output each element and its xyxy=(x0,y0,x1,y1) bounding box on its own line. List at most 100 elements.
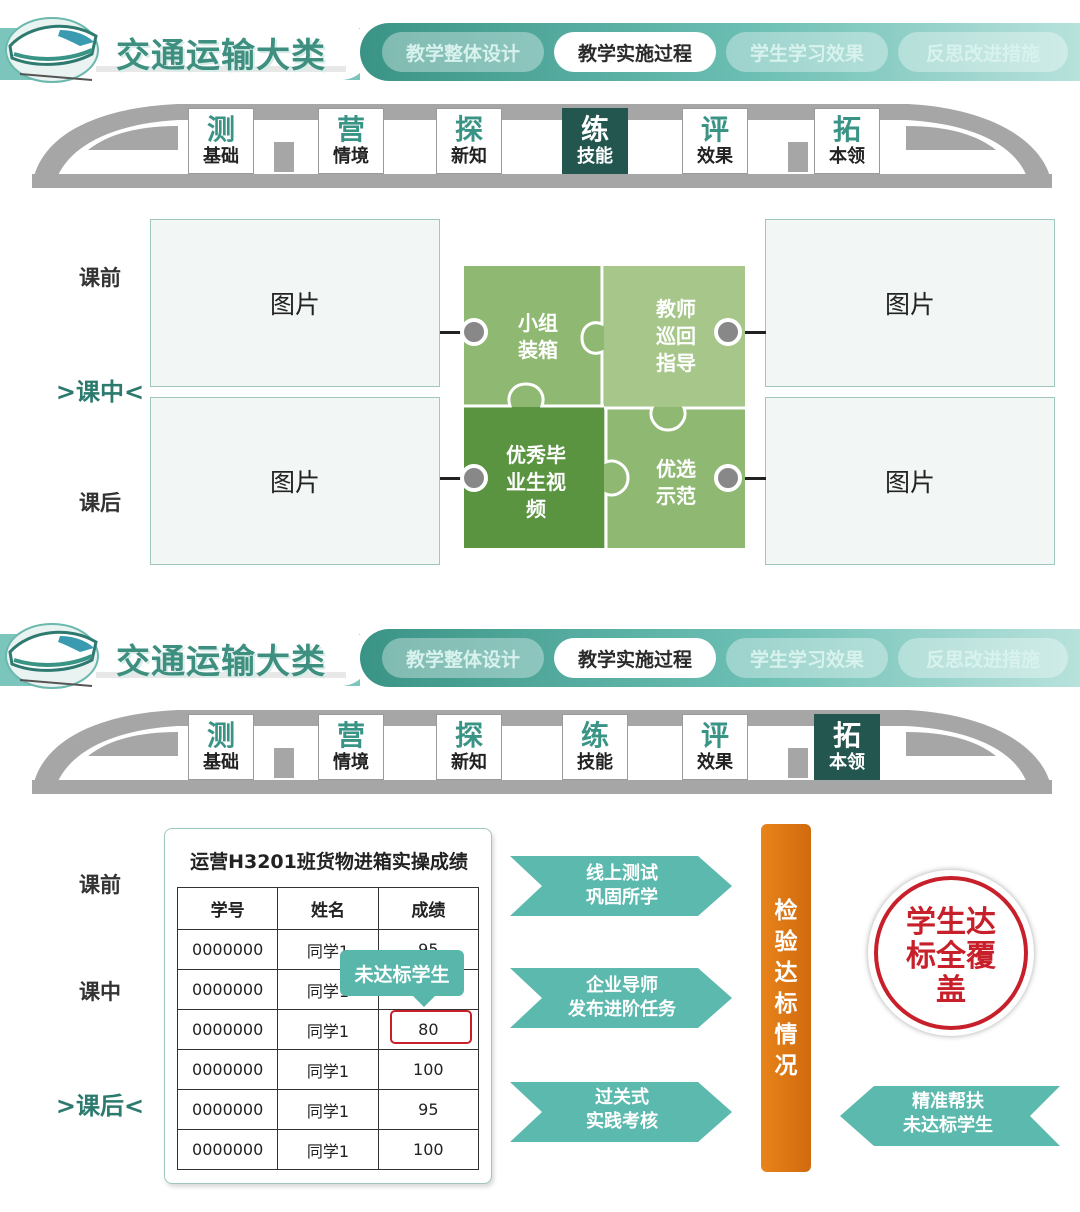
below-standard-tooltip: 未达标学生 xyxy=(340,950,464,996)
table-header-row: 学号 姓名 成绩 xyxy=(176,887,480,930)
stage-char: 探 xyxy=(454,113,483,146)
tab-implementation-process[interactable]: 教学实施过程 xyxy=(554,638,716,678)
step-online-test: 线上测试巩固所学 xyxy=(586,863,658,908)
tab-improvement-measures[interactable]: 反思改进措施 xyxy=(898,638,1068,678)
train-logo-icon xyxy=(5,17,99,83)
column-header: 姓名 xyxy=(277,887,379,930)
stage-explore-knowledge[interactable]: 探 新知 xyxy=(436,714,502,780)
stage-label: 效果 xyxy=(697,146,733,167)
side-label-before-class: 课前 xyxy=(79,873,121,897)
stage-label: 本领 xyxy=(829,752,865,773)
score-table-card: 运营H3201班货物进箱实操成绩 学号 姓名 成绩 0000000 同学1 95… xyxy=(164,828,492,1184)
stage-label: 情境 xyxy=(333,146,369,167)
train-stage-bar: 测 基础 营 情境 探 新知 练 技能 评 效果 拓 本领 xyxy=(28,706,1056,802)
stage-label: 技能 xyxy=(577,146,613,167)
stage-measure-basics[interactable]: 测 基础 xyxy=(188,714,254,780)
stage-evaluate-effect[interactable]: 评 效果 xyxy=(682,714,748,780)
stage-char: 营 xyxy=(336,113,365,146)
student-id: 0000000 xyxy=(176,1009,279,1050)
stage-label: 效果 xyxy=(697,752,733,773)
failing-score-highlight xyxy=(390,1010,472,1044)
tab-overall-design[interactable]: 教学整体设计 xyxy=(382,638,544,678)
tooltip-pointer xyxy=(412,995,436,1007)
stage-practice-skills[interactable]: 练 技能 xyxy=(562,714,628,780)
train-stage-bar: 测 基础 营 情境 探 新知 练 技能 评 效果 拓 本领 xyxy=(28,100,1056,196)
column-header: 成绩 xyxy=(377,887,480,930)
stage-label: 技能 xyxy=(577,752,613,773)
step-arrow xyxy=(510,968,732,1028)
tab-learning-outcomes[interactable]: 学生学习效果 xyxy=(726,32,888,72)
stage-char: 探 xyxy=(454,719,483,752)
student-id: 0000000 xyxy=(176,1129,279,1170)
table-row: 0000000 同学1 95 xyxy=(176,1089,480,1130)
check-standard-bar xyxy=(761,824,811,1172)
stage-label: 本领 xyxy=(829,146,865,167)
stage-label: 新知 xyxy=(451,146,487,167)
slide-teaching-process-extend: 交通运输大类 教学整体设计 教学实施过程 学生学习效果 反思改进措施 测 基础 … xyxy=(0,606,1080,1206)
top-nav: 教学整体设计 教学实施过程 学生学习效果 反思改进措施 xyxy=(360,629,1080,687)
connector-line xyxy=(440,331,470,334)
stage-extend-ability[interactable]: 拓 本领 xyxy=(814,714,880,780)
stage-label: 基础 xyxy=(203,146,239,167)
table-row: 0000000 同学1 100 xyxy=(176,1129,480,1170)
student-score: 100 xyxy=(377,1129,480,1170)
header-title: 交通运输大类 xyxy=(116,36,326,76)
tab-learning-outcomes[interactable]: 学生学习效果 xyxy=(726,638,888,678)
puzzle-teacher-guidance: 教师巡回指导 xyxy=(656,297,696,375)
student-score: 100 xyxy=(377,1049,480,1090)
student-score: 95 xyxy=(377,1089,480,1130)
stage-char: 拓 xyxy=(832,719,861,752)
badge-text: 学生达标全覆盖 xyxy=(906,905,996,1008)
stage-measure-basics[interactable]: 测 基础 xyxy=(188,108,254,174)
train-body-graphic xyxy=(32,104,1052,188)
connector-dot xyxy=(460,318,488,346)
stage-evaluate-effect[interactable]: 评 效果 xyxy=(682,108,748,174)
puzzle-selected-demo: 优选示范 xyxy=(656,457,696,508)
stage-build-context[interactable]: 营 情境 xyxy=(318,108,384,174)
stage-char: 练 xyxy=(580,113,609,146)
step-arrow xyxy=(510,856,732,916)
stage-char: 评 xyxy=(700,719,729,752)
stage-practice-skills[interactable]: 练 技能 xyxy=(562,108,628,174)
stage-label: 基础 xyxy=(203,752,239,773)
student-id: 0000000 xyxy=(176,929,279,970)
table-row: 0000000 同学1 100 xyxy=(176,1049,480,1090)
tab-improvement-measures[interactable]: 反思改进措施 xyxy=(898,32,1068,72)
full-coverage-badge: 学生达标全覆盖 xyxy=(868,870,1034,1036)
step-arrow xyxy=(510,1082,732,1142)
connector-line xyxy=(740,477,766,480)
stage-explore-knowledge[interactable]: 探 新知 xyxy=(436,108,502,174)
slide-teaching-process-practice: 交通运输大类 教学整体设计 教学实施过程 学生学习效果 反思改进措施 测 基础 … xyxy=(0,0,1080,600)
puzzle-group-boxing: 小组装箱 xyxy=(518,311,558,362)
side-label-after-class: 课后 xyxy=(79,491,121,515)
side-label-before-class: 课前 xyxy=(79,266,121,290)
stage-label: 情境 xyxy=(333,752,369,773)
stage-label: 新知 xyxy=(451,752,487,773)
tab-overall-design[interactable]: 教学整体设计 xyxy=(382,32,544,72)
help-arrow xyxy=(840,1086,1060,1146)
connector-line xyxy=(740,331,766,334)
student-id: 0000000 xyxy=(176,1049,279,1090)
help-students-label: 精准帮扶未达标学生 xyxy=(903,1091,993,1136)
header-title-underline xyxy=(96,672,346,678)
student-name: 同学1 xyxy=(277,1049,379,1090)
stage-char: 评 xyxy=(700,113,729,146)
connector-dot xyxy=(460,464,488,492)
stage-build-context[interactable]: 营 情境 xyxy=(318,714,384,780)
stage-char: 练 xyxy=(580,719,609,752)
side-label-in-class: 课中 xyxy=(79,980,121,1004)
image-placeholder: 图片 xyxy=(765,397,1055,565)
column-header: 学号 xyxy=(176,887,279,930)
stage-extend-ability[interactable]: 拓 本领 xyxy=(814,108,880,174)
top-nav: 教学整体设计 教学实施过程 学生学习效果 反思改进措施 xyxy=(360,23,1080,81)
student-name: 同学1 xyxy=(277,1089,379,1130)
tab-implementation-process[interactable]: 教学实施过程 xyxy=(554,32,716,72)
score-table-title: 运营H3201班货物进箱实操成绩 xyxy=(190,851,468,873)
side-label-after-class: >课后< xyxy=(55,1092,145,1120)
student-id: 0000000 xyxy=(176,1089,279,1130)
student-name: 同学1 xyxy=(277,1129,379,1170)
image-placeholder: 图片 xyxy=(150,219,440,387)
connector-dot xyxy=(714,318,742,346)
puzzle-graduate-video: 优秀毕业生视频 xyxy=(506,443,566,521)
side-label-in-class: >课中< xyxy=(55,378,145,406)
